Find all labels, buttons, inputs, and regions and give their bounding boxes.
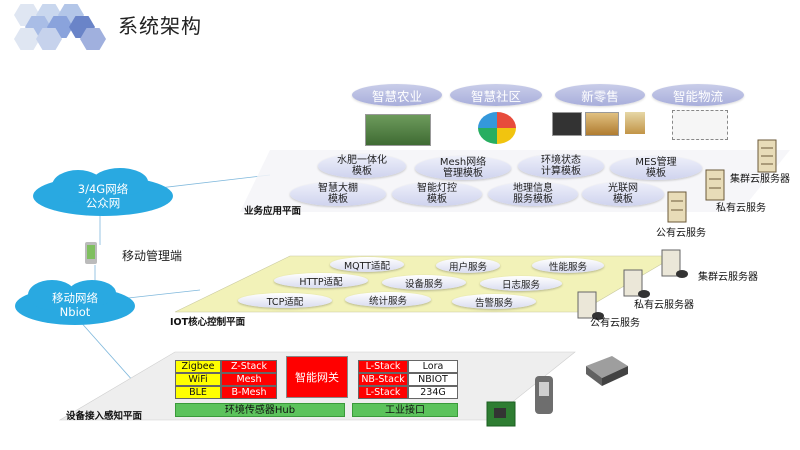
iot-plane-label: IOT核心控制平面 [170, 317, 246, 328]
scenario-pill: 智能物流 [652, 84, 744, 106]
circuit-board-icon [486, 401, 516, 427]
business-module: MES管理 模板 [610, 156, 702, 180]
device-plane-label: 设备接入感知平面 [66, 411, 143, 422]
business-module: 水肥一体化 模板 [318, 154, 406, 178]
server-icon [667, 191, 687, 223]
cluster-cloud-server-label: 集群云服务器 [698, 272, 758, 283]
business-module: 环境状态 计算模板 [518, 154, 604, 178]
protocol-cell: BLE [175, 386, 221, 399]
scenario-pill: 智慧农业 [352, 84, 442, 106]
mobile-terminal-label: 移动管理端 [122, 249, 183, 263]
stack-cell: Z-Stack [221, 360, 277, 373]
iot-service: 用户服务 [436, 258, 500, 273]
mobile-terminal-icon [78, 240, 104, 268]
retail-image [625, 112, 645, 134]
retail-image [585, 112, 619, 136]
server-icon [705, 169, 725, 201]
smart-gateway: 智能网关 [286, 356, 348, 398]
iot-service: HTTP适配 [274, 273, 368, 288]
cloud-34g-label: 3/4G网络 公众网 [77, 182, 129, 210]
cluster-cloud-server-label: 集群云服务器 [730, 174, 790, 185]
iot-service: 统计服务 [345, 292, 431, 307]
stack-cell: NB-Stack [358, 373, 408, 386]
page-title: 系统架构 [118, 14, 202, 38]
private-cloud-server-label: 私有云服务器 [634, 300, 694, 311]
private-cloud-label: 私有云服务 [716, 203, 766, 214]
stack-cell: L-Stack [358, 360, 408, 373]
protocol-cell: Zigbee [175, 360, 221, 373]
iot-service: 日志服务 [480, 276, 562, 291]
logistics-image [672, 110, 728, 140]
stack-cell: B-Mesh [221, 386, 277, 399]
stack-cell: L-Stack [358, 386, 408, 399]
protocol-cell: Lora [408, 360, 458, 373]
iot-service: TCP适配 [238, 293, 332, 308]
scenario-pill: 新零售 [555, 84, 645, 106]
iot-service: 设备服务 [382, 275, 466, 290]
business-module: 智慧大棚 模板 [290, 182, 386, 206]
protocol-cell: 234G [408, 386, 458, 399]
retail-image [552, 112, 582, 136]
scenario-pill: 智慧社区 [450, 84, 542, 106]
server-icon [623, 269, 650, 298]
server-icon [757, 139, 777, 173]
public-cloud-label: 公有云服务 [656, 228, 706, 239]
business-module: 光联网 模板 [582, 182, 664, 206]
business-module: 地理信息 服务模板 [488, 182, 578, 206]
gateway-device-icon [586, 356, 628, 386]
iot-service: MQTT适配 [330, 257, 404, 272]
public-cloud-label: 公有云服务 [590, 318, 640, 329]
server-icon [577, 291, 604, 320]
sensor-hub-bar: 环境传感器Hub [175, 403, 345, 417]
business-module: Mesh网络 管理模板 [415, 156, 511, 180]
business-plane-label: 业务应用平面 [244, 206, 302, 217]
iot-service: 性能服务 [532, 258, 604, 273]
agriculture-image [365, 114, 431, 146]
cloud-nbiot-label: 移动网络 Nbiot [52, 291, 98, 319]
stack-cell: Mesh [221, 373, 277, 386]
protocol-cell: WiFi [175, 373, 221, 386]
community-image [478, 112, 516, 144]
industrial-interface-bar: 工业接口 [352, 403, 458, 417]
iot-service: 告警服务 [452, 294, 536, 309]
server-icon [661, 249, 688, 278]
device-terminal-icon [535, 376, 553, 414]
protocol-cell: NBIOT [408, 373, 458, 386]
cloud-icon [15, 280, 135, 325]
business-module: 智能灯控 模板 [392, 182, 482, 206]
cloud-icon [33, 168, 173, 216]
